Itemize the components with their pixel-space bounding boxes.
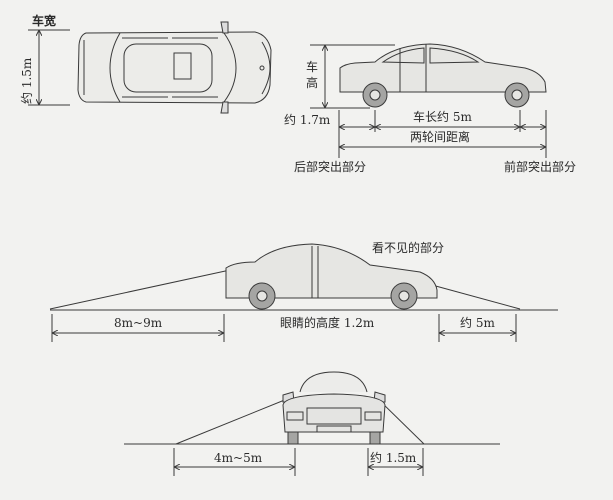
eye-height-label: 眼睛的高度 1.2m bbox=[280, 316, 375, 330]
right-blind-distance: 约 1.5m bbox=[370, 451, 417, 465]
front-overhang-label: 前部突出部分 bbox=[504, 160, 577, 174]
car-length-label: 车长约 5m bbox=[413, 110, 472, 124]
front-blind-distance: 约 5m bbox=[460, 316, 495, 330]
rear-overhang-label: 后部突出部分 bbox=[294, 160, 367, 174]
car-width-title: 车宽 bbox=[32, 14, 57, 28]
wheelbase-label: 两轮间距离 bbox=[410, 130, 471, 144]
car-height-value: 约 1.7m bbox=[284, 113, 331, 127]
car-height-title-1: 车 bbox=[306, 60, 319, 74]
car-width-value: 约 1.5m bbox=[20, 57, 34, 104]
top-view-car bbox=[28, 21, 272, 114]
car-height-title-2: 高 bbox=[306, 76, 319, 90]
invisible-area-label: 看不见的部分 bbox=[372, 241, 445, 255]
left-blind-distance: 4m~5m bbox=[214, 451, 263, 465]
blind-spot-front-view bbox=[124, 371, 500, 476]
side-view-car bbox=[310, 43, 547, 158]
blind-spot-side-view bbox=[49, 243, 558, 342]
rear-blind-distance: 8m~9m bbox=[114, 316, 163, 330]
